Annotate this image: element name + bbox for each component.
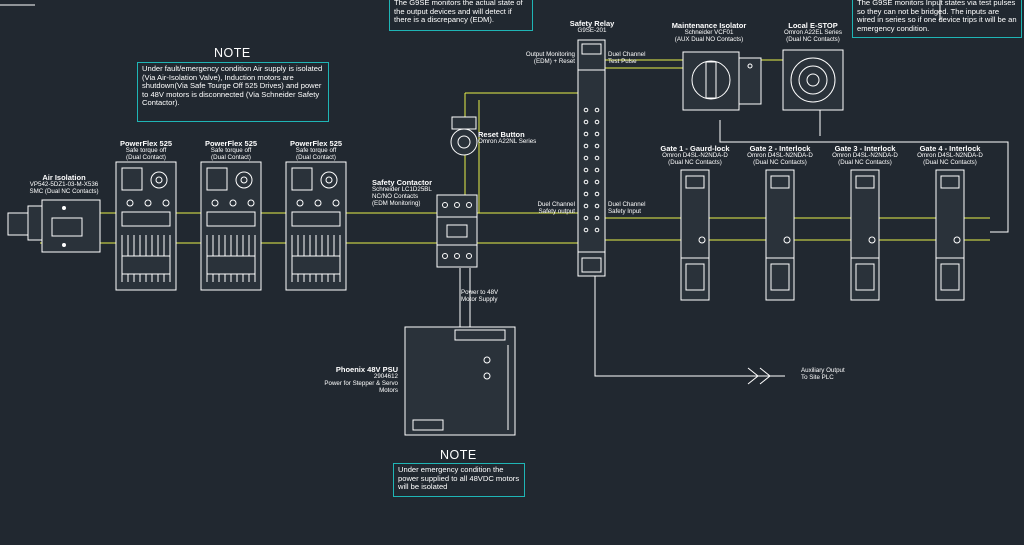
edm-input-line1: Output Monitoring <box>525 51 575 58</box>
test-pulse-label: Duel Channel Test Pulse <box>608 51 646 66</box>
gate-1-device <box>680 169 710 301</box>
note-psu-title: NOTE <box>440 448 477 462</box>
phoenix-psu-label: Phoenix 48V PSU 2904612 Power for Steppe… <box>300 365 398 395</box>
powerflex-3-label: PowerFlex 525 Safe torque off (Dual Cont… <box>276 139 356 162</box>
reset-button-sub1: Omron A22NL Series <box>478 138 537 146</box>
powerflex-3-sub1: Safe torque off <box>295 147 337 155</box>
gate-4-title: Gate 4 - Interlock <box>919 144 981 153</box>
maintenance-isolator-device <box>682 51 762 111</box>
phoenix-psu-title: Phoenix 48V PSU <box>335 365 398 374</box>
reset-button-title: Reset Button <box>478 130 525 139</box>
powerflex-2-sub1: Safe torque off <box>210 147 252 155</box>
gate-1-label: Gate 1 - Gaurd-lock Omron D4SL-N2NDA-D (… <box>651 144 739 167</box>
power-48v-line1: Power to 48V <box>461 289 499 296</box>
gate-4-device <box>935 169 965 301</box>
powerflex-1-sub2: (Dual Contact) <box>126 154 166 162</box>
maintenance-isolator-sub2: (AUX Dual NO Contacts) <box>674 36 744 44</box>
phoenix-psu-sub1: 2904612 <box>373 373 398 381</box>
safety-contactor-device <box>436 194 478 268</box>
gate-3-sub2: (Dual NC Contacts) <box>838 159 892 167</box>
safety-contactor-label: Safety Contactor Schneider LC1D25BL NC/N… <box>372 178 433 208</box>
air-isolation-valve <box>7 199 101 253</box>
local-estop-title: Local E-STOP <box>788 21 838 30</box>
gate-3-sub1: Omron D4SL-N2NDA-D <box>832 152 898 160</box>
powerflex-1-label: PowerFlex 525 Safe torque off (Dual Cont… <box>106 139 186 162</box>
gate-3-title: Gate 3 - Interlock <box>834 144 896 153</box>
safety-relay-title: Safety Relay <box>569 19 615 28</box>
power-48v-line2: Motor Supply <box>461 295 498 303</box>
safety-output-line2: Safety output <box>538 207 575 215</box>
note-edm: The G9SE monitors the actual state of th… <box>389 0 533 31</box>
local-estop-sub2: (Dual NC Contacts) <box>786 36 840 44</box>
gate-2-device <box>765 169 795 301</box>
white-wiring <box>459 0 1009 385</box>
gate-2-sub1: Omron D4SL-N2NDA-D <box>747 152 813 160</box>
gate-3-label: Gate 3 - Interlock Omron D4SL-N2NDA-D (D… <box>821 144 909 167</box>
maintenance-isolator-sub1: Schneider VCF01 <box>684 29 734 37</box>
maintenance-isolator-title: Maintenance Isolator <box>671 21 747 30</box>
gate-1-sub2: (Dual NC Contacts) <box>668 159 722 167</box>
test-pulse-line2: Test Pulse <box>608 57 637 65</box>
safety-input-label: Duel Channel Safety Input <box>608 201 646 216</box>
test-pulse-line1: Duel Channel <box>608 51 646 58</box>
gate-2-label: Gate 2 - Interlock Omron D4SL-N2NDA-D (D… <box>736 144 824 167</box>
note-test-pulse: The G9SE monitors Input states via test … <box>852 0 1022 38</box>
powerflex-3-sub2: (Dual Contact) <box>296 154 336 162</box>
safety-relay-label: Safety Relay G9SE-201 <box>552 19 632 35</box>
gate-4-label: Gate 4 - Interlock Omron D4SL-N2NDA-D (D… <box>906 144 994 167</box>
safety-output-label: Duel Channel Safety output <box>515 201 576 216</box>
powerflex-drive-2 <box>200 161 262 291</box>
gate-2-title: Gate 2 - Interlock <box>749 144 811 153</box>
powerflex-2-sub2: (Dual Contact) <box>211 154 251 162</box>
safety-relay-device <box>577 39 606 277</box>
air-isolation-title: Air Isolation <box>42 173 86 182</box>
gate-4-sub1: Omron D4SL-N2NDA-D <box>917 152 983 160</box>
powerflex-drive-1 <box>115 161 177 291</box>
aux-output-line2: To Site PLC <box>801 373 834 381</box>
gate-1-title: Gate 1 - Gaurd-lock <box>660 144 730 153</box>
safety-relay-sub1: G9SE-201 <box>577 27 607 35</box>
safety-contactor-title: Safety Contactor <box>372 178 433 187</box>
air-isolation-part: VP542-5DZ1-03-M-X536 <box>29 181 99 189</box>
note-air: Under fault/emergency condition Air supp… <box>137 62 329 122</box>
safety-contactor-sub2: NC/NO Contacts <box>372 193 419 201</box>
phoenix-psu-sub2: Power for Stepper & Servo <box>324 380 398 388</box>
reset-button-label: Reset Button Omron A22NL Series <box>478 130 537 146</box>
local-estop-label: Local E-STOP Omron A22EL Series (Dual NC… <box>767 21 859 44</box>
air-isolation-contacts: SMC (Dual NC Contacts) <box>29 188 99 196</box>
note-air-title: NOTE <box>214 46 251 60</box>
gate-2-sub2: (Dual NC Contacts) <box>753 159 807 167</box>
air-isolation-label: Air Isolation VP542-5DZ1-03-M-X536 SMC (… <box>14 173 114 196</box>
safety-contactor-sub1: Schneider LC1D25BL <box>372 186 432 194</box>
powerflex-3-title: PowerFlex 525 <box>289 139 343 148</box>
maintenance-isolator-label: Maintenance Isolator Schneider VCF01 (AU… <box>654 21 764 44</box>
edm-input-line2: (EDM) + Reset <box>533 57 575 65</box>
phoenix-psu-sub3: Motors <box>379 387 398 395</box>
powerflex-2-label: PowerFlex 525 Safe torque off (Dual Cont… <box>191 139 271 162</box>
aux-output-line1: Auxiliary Output <box>801 367 845 374</box>
note-psu: Under emergency condition the power supp… <box>393 463 525 497</box>
reset-button-device <box>450 116 478 156</box>
phoenix-psu-device <box>404 326 516 436</box>
safety-input-line1: Duel Channel <box>608 201 646 208</box>
aux-output-label: Auxiliary Output To Site PLC <box>801 367 845 382</box>
gate-4-sub2: (Dual NC Contacts) <box>923 159 977 167</box>
powerflex-1-title: PowerFlex 525 <box>119 139 173 148</box>
edm-input-label: Output Monitoring (EDM) + Reset <box>500 51 575 66</box>
power-48v-label: Power to 48V Motor Supply <box>461 289 499 304</box>
safety-input-line2: Safety Input <box>608 207 642 215</box>
safety-contactor-sub3: (EDM Monitoring) <box>372 200 421 208</box>
gate-1-sub1: Omron D4SL-N2NDA-D <box>662 152 728 160</box>
local-estop-device <box>782 49 844 111</box>
powerflex-drive-3 <box>285 161 347 291</box>
gate-3-device <box>850 169 880 301</box>
powerflex-1-sub1: Safe torque off <box>125 147 167 155</box>
local-estop-sub1: Omron A22EL Series <box>784 29 842 37</box>
safety-output-line1: Duel Channel <box>537 201 576 208</box>
powerflex-2-title: PowerFlex 525 <box>204 139 258 148</box>
